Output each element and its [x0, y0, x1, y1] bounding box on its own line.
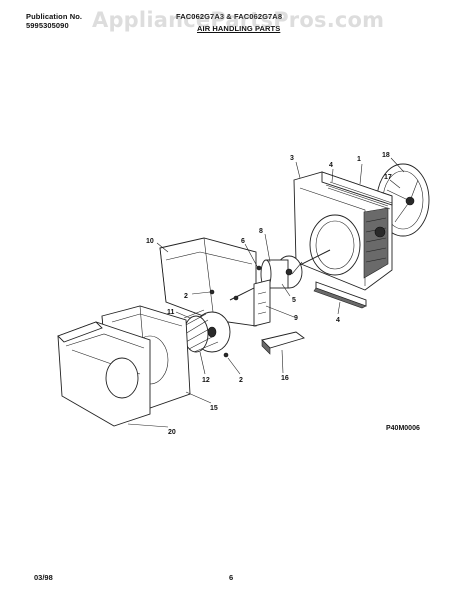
condenser-shroud: [293, 171, 393, 291]
publication-label: Publication No.: [26, 12, 83, 21]
hardware-screws: [209, 265, 262, 358]
callout-5: 5: [292, 297, 296, 304]
partition-panel: [159, 237, 257, 327]
callout-11: 11: [167, 309, 175, 316]
publication-number: 5995305090: [26, 21, 69, 30]
model-numbers: FAC062G7A3 & FAC062G7A8: [176, 12, 283, 21]
callout-16: 16: [281, 375, 289, 382]
callout-18: 18: [382, 152, 390, 159]
section-title: AIR HANDLING PARTS: [197, 24, 281, 33]
callout-20: 20: [168, 429, 176, 436]
callout-4-top: 4: [329, 162, 333, 169]
discharge-grille: [57, 321, 151, 427]
callout-numbers: 1 3 4 18 17 10 6 8 2 5 11 9 4 2 12 16 15…: [146, 152, 392, 436]
footer-date: 03/98: [34, 573, 53, 582]
callout-4-bottom: 4: [336, 317, 340, 324]
callout-3: 3: [290, 155, 294, 162]
page-number: 6: [229, 573, 234, 582]
callout-10: 10: [146, 238, 154, 245]
diagram-code: P40M0006: [386, 425, 420, 432]
callout-2-top: 2: [184, 293, 188, 300]
callout-2-bottom: 2: [239, 377, 243, 384]
callout-1: 1: [357, 156, 361, 163]
watermark-text: AppliancePartsPros.com: [92, 8, 385, 32]
callout-17: 17: [384, 174, 392, 181]
callout-12: 12: [202, 377, 210, 384]
leader-lines: [127, 157, 405, 428]
callout-9: 9: [294, 315, 298, 322]
callout-8-top: 8: [259, 228, 263, 235]
blower-wheel: [183, 309, 231, 353]
motor-mount: [253, 279, 271, 327]
support-bracket: [261, 331, 305, 355]
callout-15: 15: [210, 405, 218, 412]
callout-6: 6: [241, 238, 245, 245]
base-rail: [313, 281, 367, 309]
